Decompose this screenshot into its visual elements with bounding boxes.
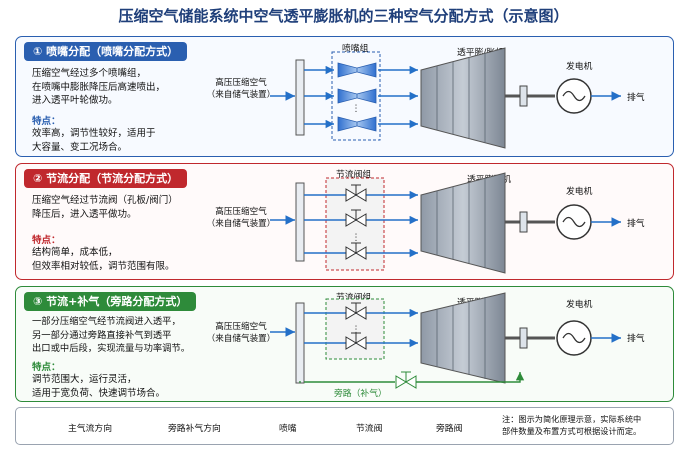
coupling <box>519 211 528 233</box>
svg-text:⋮: ⋮ <box>352 233 361 243</box>
coupling <box>519 85 528 107</box>
feature-title: 特点： <box>32 235 61 246</box>
throttle-valve-icon <box>345 302 367 320</box>
exhaust-label: 排气 <box>627 334 645 344</box>
air-source-label: 高压压缩空气 （来自储气装置） <box>206 78 276 100</box>
bypass-system-diagram: ⋮ <box>270 292 621 389</box>
exhaust-label: 排气 <box>627 219 645 229</box>
legend-throttle: 节流阀 <box>356 424 383 434</box>
nozzle-icon <box>337 88 377 104</box>
svg-text:⋮: ⋮ <box>352 325 361 335</box>
nozzle-row-1 <box>304 62 418 78</box>
throttle-row-1 <box>304 184 418 202</box>
turbine-label: 透平膨/胀机 <box>457 48 504 58</box>
throttle-row-1 <box>304 302 418 320</box>
nozzle-row-2 <box>304 88 418 104</box>
throttle-group-label: 节流阀组 <box>336 293 372 303</box>
throttle-valve-icon <box>345 209 367 227</box>
bypass-valve-icon <box>395 371 417 389</box>
nozzle-icon <box>337 62 377 78</box>
throttle-row-3 <box>304 242 418 260</box>
generator-label: 发电机 <box>566 187 593 197</box>
legend-bypass-valve: 旁路阀 <box>436 424 463 434</box>
turbine-icon <box>420 292 506 384</box>
throttle-valve-icon <box>345 242 367 260</box>
feature-title: 特点： <box>32 362 61 373</box>
feature-text: 结构简单，成本低， 但效率相对较低，调节范围有限。 <box>32 247 175 272</box>
bypass-label: 旁路（补气） <box>334 389 387 399</box>
panel-header: ① 喷嘴分配（喷嘴分配方式） <box>24 42 188 61</box>
nozzle-icon <box>337 116 377 132</box>
throttle-group-label: 节流阀组 <box>336 170 372 180</box>
bypass-arrow <box>416 372 525 383</box>
header-manifold <box>295 182 305 262</box>
coupling <box>519 327 528 349</box>
generator-label: 发电机 <box>566 62 593 72</box>
generator-label: 发电机 <box>566 300 593 310</box>
throttle-group-box <box>325 298 385 360</box>
legend-main-flow: 主气流方向 <box>68 424 112 434</box>
feature-text: 调节范围大，运行灵活， 适用于宽负荷、快速调节场合。 <box>32 374 166 399</box>
legend: 主气流方向 旁路补气方向 喷嘴 节流阀 旁路阀 注：图示为简化原理示意，实际系统… <box>15 407 674 445</box>
nozzle-group-label: 喷嘴组 <box>342 44 369 54</box>
panel-header: ② 节流分配（节流分配方式） <box>24 169 188 188</box>
feature-text: 效率高，调节性较好，适用于 大容量、变工况场合。 <box>32 128 156 153</box>
throttle-system-diagram: ⋮ <box>270 172 621 274</box>
panel-description: 压缩空气经过多个喷嘴组， 在喷嘴中膨胀降压后高速喷出， 进入透平叶轮做功。 <box>32 68 166 106</box>
throttle-valve-icon <box>345 184 367 202</box>
turbine-icon <box>420 172 506 274</box>
air-source-label: 高压压缩空气 （来自储气装置） <box>206 207 276 229</box>
page-title: 压缩空气储能系统中空气透平膨胀机的三种空气分配方式（示意图） <box>118 7 569 25</box>
throttle-group-box <box>325 177 385 271</box>
turbine-icon <box>420 47 506 149</box>
nozzle-row-3 <box>304 116 418 132</box>
throttle-row-2 <box>304 332 418 350</box>
feature-title: 特点： <box>32 116 61 127</box>
header-manifold <box>295 302 305 384</box>
legend-bypass-flow: 旁路补气方向 <box>168 424 221 434</box>
legend-nozzle: 喷嘴 <box>279 424 297 434</box>
panel-header: ③ 节流+补气（旁路分配方式） <box>24 292 197 311</box>
air-source-label: 高压压缩空气 （来自储气装置） <box>206 322 276 344</box>
panel-description: 压缩空气经过节流阀（孔板/阀门） 降压后，进入透平做功。 <box>32 195 178 220</box>
throttle-row-2 <box>304 209 418 227</box>
header-manifold <box>295 59 305 136</box>
panel-description: 一部分压缩空气经节流阀进入透平， 另一部分通过旁路直接补气到透平 出口或中后段，… <box>32 316 191 354</box>
exhaust-label: 排气 <box>627 93 645 103</box>
nozzle-system-diagram: ⋮ <box>270 47 621 149</box>
legend-note: 注：图示为简化原理示意，实际系统中 部件数量及布置方式可根据设计而定。 <box>502 414 642 436</box>
svg-text:⋮: ⋮ <box>352 104 361 114</box>
throttle-valve-icon <box>345 332 367 350</box>
